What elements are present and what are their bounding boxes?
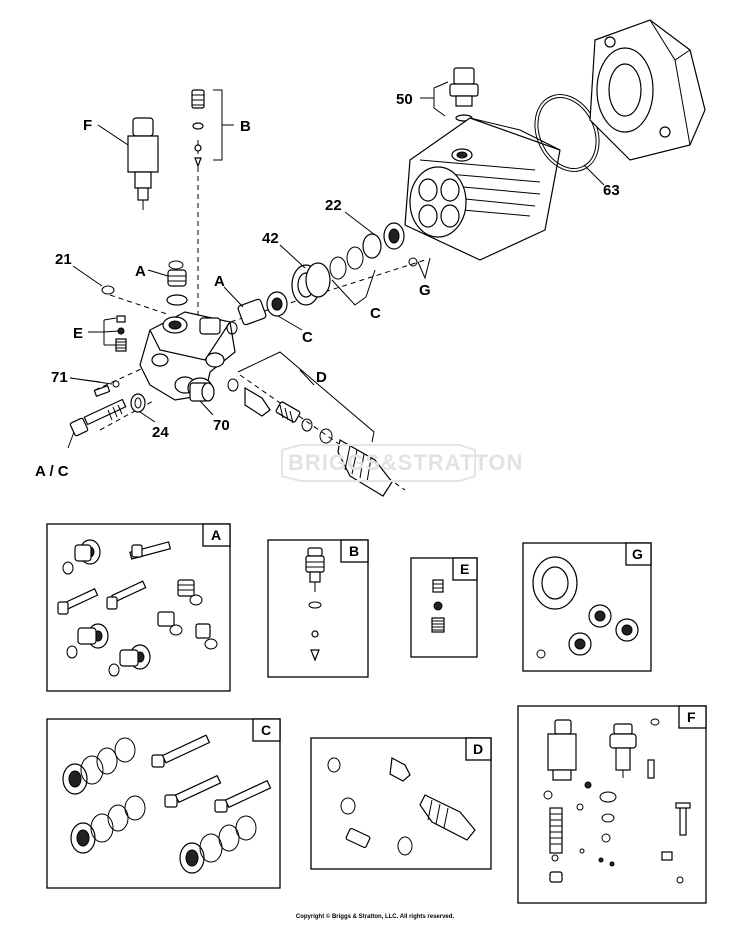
outlet-d — [227, 378, 393, 497]
kit-b-label: B — [349, 543, 359, 559]
part-e-group — [115, 315, 127, 352]
kit-box-e: E — [410, 557, 478, 658]
callout-g: G — [419, 282, 431, 299]
kit-g-label: G — [632, 546, 643, 562]
kit-c-label: C — [261, 722, 271, 738]
callout-c-right: C — [370, 305, 381, 322]
kit-a-label: A — [211, 527, 221, 543]
thermal-relief-b — [191, 89, 205, 168]
callout-21: 21 — [55, 251, 72, 268]
part-50-fitting — [449, 67, 479, 122]
callout-a-top: A — [135, 263, 146, 280]
pump-head-manifold — [139, 311, 236, 401]
copyright-notice: Copyright © Briggs & Stratton, LLC. All … — [295, 914, 455, 920]
part-24-washer — [130, 393, 146, 413]
part-71-bolt — [93, 380, 120, 397]
callout-22: 22 — [325, 197, 342, 214]
callout-b: B — [240, 118, 251, 135]
callouts: F B 50 63 22 42 21 A A E C C — [35, 81, 620, 480]
kit-d-label: D — [473, 741, 483, 757]
callout-70: 70 — [213, 417, 230, 434]
callout-42: 42 — [262, 230, 279, 247]
unloader-valve-f — [127, 117, 159, 210]
kit-box-a: A — [46, 523, 231, 692]
kit-box-g: G — [522, 542, 652, 672]
kit-e-label: E — [460, 561, 469, 577]
check-valve-a-mid — [226, 291, 288, 335]
crankcase — [404, 117, 561, 261]
callout-a-mid: A — [214, 273, 225, 290]
part-21-oring — [101, 285, 115, 295]
callout-d: D — [316, 369, 327, 386]
watermark-text: BRIGGS&STRATTON — [288, 450, 523, 475]
kit-box-c: C — [46, 718, 281, 889]
kit-box-b: B — [267, 539, 369, 678]
seal-stack — [291, 222, 418, 306]
callout-71: 71 — [51, 369, 68, 386]
callout-24: 24 — [152, 424, 169, 441]
callout-63: 63 — [603, 182, 620, 199]
engine-flange — [589, 19, 706, 161]
bolt-a-c — [69, 398, 127, 437]
callout-50: 50 — [396, 91, 413, 108]
callout-e: E — [73, 325, 83, 342]
kit-box-d: D — [310, 737, 492, 870]
check-valve-a-top — [166, 260, 188, 306]
callout-a-c: A / C — [35, 463, 69, 480]
kit-box-f: F — [517, 705, 707, 904]
part-70-plug — [189, 382, 215, 402]
watermark-logo: BRIGGS&STRATTON — [281, 444, 523, 482]
kit-f-label: F — [687, 709, 696, 725]
callout-f: F — [83, 117, 92, 134]
callout-c-mid: C — [302, 329, 313, 346]
